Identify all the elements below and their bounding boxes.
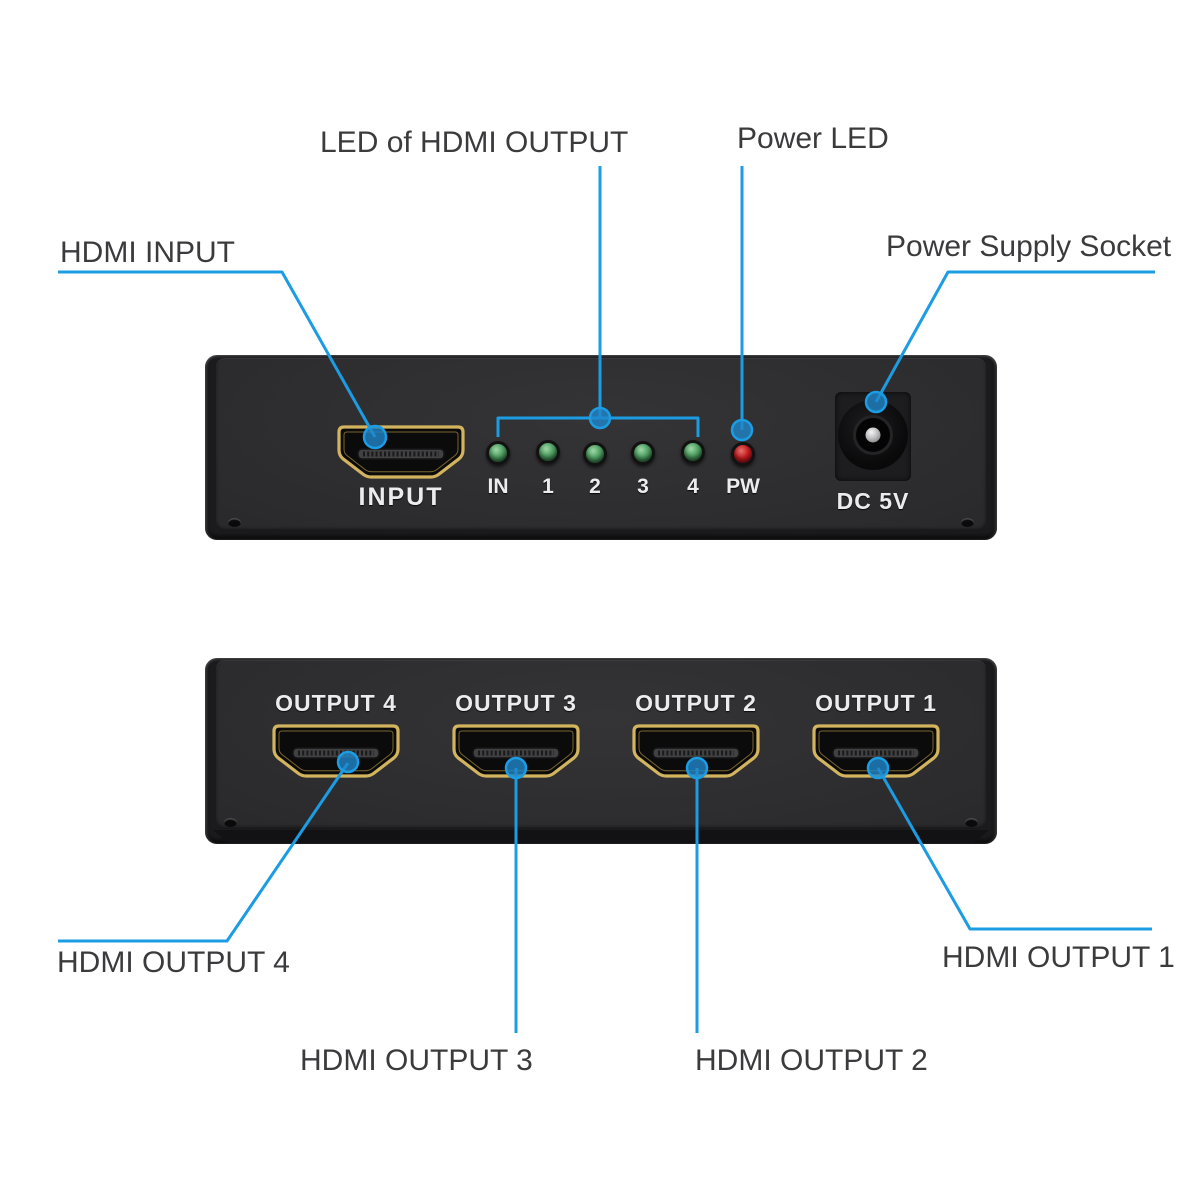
annotation-hdmi-output-3: HDMI OUTPUT 3 <box>300 1044 533 1077</box>
hdmi-output-4-port <box>272 724 400 778</box>
output-3-port-label: OUTPUT 3 <box>455 690 577 716</box>
output-1-port-label: OUTPUT 1 <box>815 690 937 716</box>
screw <box>961 518 974 527</box>
annotation-power-led: Power LED <box>737 122 889 155</box>
annotation-hdmi-output-4: HDMI OUTPUT 4 <box>57 946 290 979</box>
hdmi-output-2-port <box>632 724 760 778</box>
output-2-port-label: OUTPUT 2 <box>635 690 757 716</box>
led-4 <box>681 440 705 464</box>
led-power <box>731 442 755 466</box>
led-2 <box>583 442 607 466</box>
led-label-pw: PW <box>726 475 760 498</box>
led-label-1: 1 <box>542 475 554 498</box>
dc-socket-pin <box>865 427 881 443</box>
dc-socket-inner-ring <box>853 415 893 455</box>
dc-socket-label: DC 5V <box>836 488 910 514</box>
hdmi-input-port <box>337 425 465 479</box>
screw <box>228 518 241 527</box>
dc-power-socket <box>835 392 911 481</box>
input-port-label: INPUT <box>358 483 444 511</box>
led-1 <box>536 440 560 464</box>
led-label-3: 3 <box>637 475 649 498</box>
annotation-hdmi-output-1: HDMI OUTPUT 1 <box>942 941 1175 974</box>
dc-socket-barrel <box>838 400 908 470</box>
led-label-in: IN <box>487 475 509 498</box>
led-3 <box>631 441 655 465</box>
splitter-back-panel: OUTPUT 4 OUTPUT 3 OUTPUT 2 OUTPUT 1 <box>205 658 997 844</box>
hdmi-output-3-port <box>452 724 580 778</box>
screw <box>224 818 237 827</box>
case-bottom-bevel <box>213 830 989 843</box>
annotation-hdmi-input: HDMI INPUT <box>60 236 235 269</box>
led-in <box>486 441 510 465</box>
led-label-2: 2 <box>589 475 601 498</box>
led-label-4: 4 <box>687 475 699 498</box>
annotation-power-socket: Power Supply Socket <box>886 230 1172 263</box>
screw <box>965 818 978 827</box>
annotation-led-output: LED of HDMI OUTPUT <box>320 126 629 159</box>
splitter-front-panel: INPUT IN 1 2 3 4 PW DC 5V <box>205 355 997 540</box>
output-4-port-label: OUTPUT 4 <box>275 690 397 716</box>
hdmi-output-1-port <box>812 724 940 778</box>
annotation-hdmi-output-2: HDMI OUTPUT 2 <box>695 1044 928 1077</box>
